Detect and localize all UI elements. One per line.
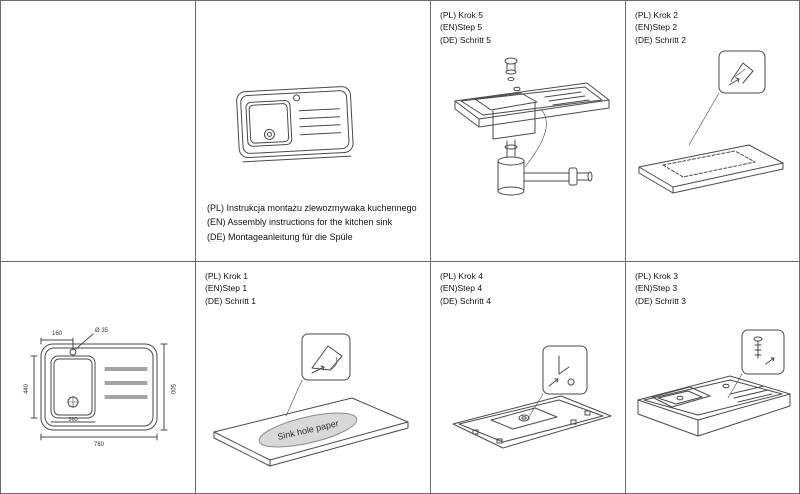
step3-label-pl: (PL) Krok 3 xyxy=(635,271,678,281)
step2-label-en: (EN)Step 2 xyxy=(635,22,678,33)
faucet-hole xyxy=(722,383,730,389)
step1-drawing: Sink hole paper xyxy=(213,333,409,467)
sink-underside xyxy=(452,395,612,449)
faucet-hole xyxy=(293,94,301,102)
step2-label-pl: (PL) Krok 2 xyxy=(635,10,678,20)
drain-hole xyxy=(518,414,530,422)
mounting-clip xyxy=(584,410,591,416)
bowl-bottom xyxy=(490,407,558,430)
title-line-en: (EN) Assembly instructions for the kitch… xyxy=(207,217,393,228)
bowl-opening xyxy=(474,92,538,111)
drain-hole xyxy=(676,395,684,401)
sink-panel xyxy=(213,397,409,467)
step1-label-pl: (PL) Krok 1 xyxy=(205,271,248,281)
mounting-clip xyxy=(496,438,503,444)
step4-label: (PL) Krok 4 (EN)Step 4 (DE) Schritt 4 xyxy=(440,270,491,307)
dim-bottom-width: 780 xyxy=(94,442,105,448)
countertop-panel xyxy=(638,144,784,194)
faucet-hole xyxy=(513,86,521,92)
title-line-de: (DE) Montageanleitung für die Spüle xyxy=(207,231,353,242)
step5-label-en: (EN)Step 5 xyxy=(440,22,483,33)
cutout-outline xyxy=(662,150,756,178)
detail-callout xyxy=(301,333,351,381)
step5-label-de: (DE) Schritt 5 xyxy=(440,34,492,45)
sink-bowl-outline xyxy=(245,100,293,147)
panel-step5: (PL) Krok 5 (EN)Step 5 (DE) Schritt 5 xyxy=(431,1,626,262)
panel-step1: (PL) Krok 1 (EN)Step 1 (DE) Schritt 1 Si… xyxy=(196,262,431,493)
dim-right-height: 500 xyxy=(169,384,175,395)
detail-callout xyxy=(741,329,785,375)
sink-hole-paper-sticker: Sink hole paper xyxy=(258,412,358,448)
step1-label: (PL) Krok 1 (EN)Step 1 (DE) Schritt 1 xyxy=(205,270,256,307)
siphon-assembly xyxy=(497,108,593,196)
sink-body xyxy=(637,375,791,437)
panel-blank xyxy=(1,1,196,262)
panel-title: (PL) Instrukcja montażu zlewozmywaka kuc… xyxy=(196,1,431,262)
drain-hole xyxy=(263,128,275,140)
dim-hole: Ø 35 xyxy=(95,328,109,334)
faucet-parts xyxy=(504,57,518,81)
dim-left-height: 440 xyxy=(24,383,30,394)
title-line-pl: (PL) Instrukcja montażu zlewozmywaka kuc… xyxy=(207,203,417,213)
callout-leader xyxy=(688,92,720,146)
step4-label-en: (EN)Step 4 xyxy=(440,283,483,294)
step1-label-en: (EN)Step 1 xyxy=(205,283,248,294)
dim-bowl-width: 360 xyxy=(68,417,77,423)
sink-top-view xyxy=(40,343,158,431)
overflow-hose xyxy=(524,108,547,168)
sink-body xyxy=(454,82,610,140)
callout-leader xyxy=(285,379,303,417)
panel-step4: (PL) Krok 4 (EN)Step 4 (DE) Schritt 4 xyxy=(431,262,626,493)
step2-drawing xyxy=(638,50,784,194)
step3-label-de: (DE) Schritt 3 xyxy=(635,295,687,306)
callout-leader xyxy=(526,393,544,421)
detail-callout xyxy=(542,345,588,395)
step4-label-pl: (PL) Krok 4 xyxy=(440,271,483,281)
step5-label-pl: (PL) Krok 5 xyxy=(440,10,483,20)
dim-top-offset: 160 xyxy=(52,331,63,337)
step4-label-de: (DE) Schritt 4 xyxy=(440,295,492,306)
panel-dimensions: 160 Ø 35 780 500 440 360 xyxy=(1,262,196,493)
detail-callout xyxy=(718,50,766,94)
dimension-drawing: 160 Ø 35 780 500 440 360 xyxy=(24,328,175,448)
panel-step2: (PL) Krok 2 (EN)Step 2 (DE) Schritt 2 xyxy=(626,1,799,262)
panel-step3: (PL) Krok 3 (EN)Step 3 (DE) Schritt 3 xyxy=(626,262,799,493)
step2-label-de: (DE) Schritt 2 xyxy=(635,34,687,45)
step4-drawing xyxy=(452,345,612,449)
step1-label-de: (DE) Schritt 1 xyxy=(205,295,257,306)
step2-label: (PL) Krok 2 (EN)Step 2 (DE) Schritt 2 xyxy=(635,9,686,46)
step3-label: (PL) Krok 3 (EN)Step 3 (DE) Schritt 3 xyxy=(635,270,686,307)
mounting-clip xyxy=(472,429,479,435)
step5-label: (PL) Krok 5 (EN)Step 5 (DE) Schritt 5 xyxy=(440,9,491,46)
document-title: (PL) Instrukcja montażu zlewozmywaka kuc… xyxy=(207,201,417,244)
step3-drawing xyxy=(637,329,791,437)
dimension-lines xyxy=(30,333,168,441)
sink-overview-drawing xyxy=(236,86,354,163)
step3-label-en: (EN)Step 3 xyxy=(635,283,678,294)
bowl-opening xyxy=(651,386,711,408)
step5-drawing xyxy=(454,57,610,196)
mounting-clip xyxy=(570,419,577,425)
